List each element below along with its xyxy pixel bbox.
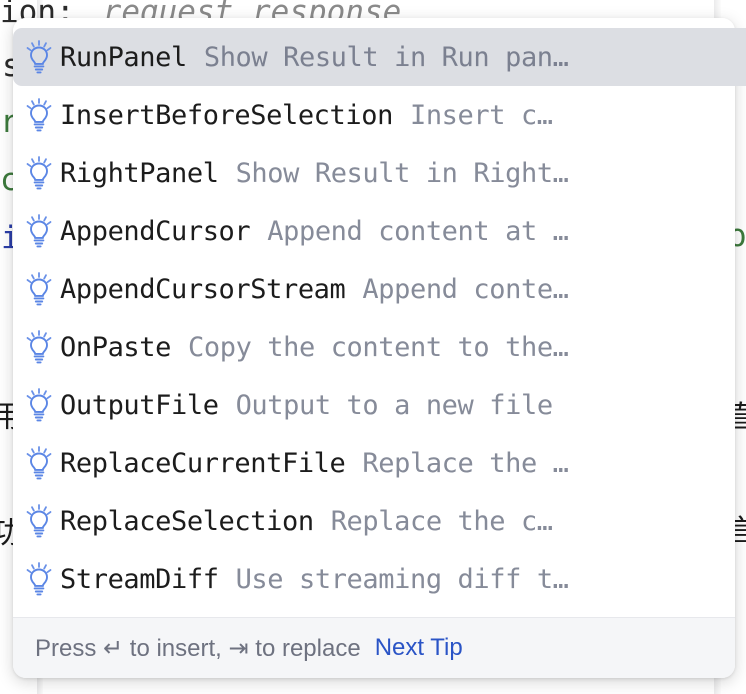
autocomplete-item[interactable]: ReplaceSelection Replace the c… <box>13 492 735 550</box>
autocomplete-item-label: AppendCursorStream <box>60 273 346 305</box>
lightbulb-icon <box>22 329 56 365</box>
lightbulb-icon <box>22 271 56 307</box>
autocomplete-item-description: Use streaming diff t… <box>235 563 569 595</box>
autocomplete-item-description: Replace the … <box>362 447 569 479</box>
autocomplete-item[interactable]: OnPaste Copy the content to the… <box>13 318 735 376</box>
autocomplete-item[interactable]: AppendCursor Append content at … <box>13 202 735 260</box>
next-tip-link[interactable]: Next Tip <box>374 634 463 661</box>
autocomplete-item-label: ReplaceCurrentFile <box>60 447 346 479</box>
autocomplete-item-description: Copy the content to the… <box>188 331 569 363</box>
autocomplete-item-label: OutputFile <box>60 389 219 421</box>
autocomplete-item-label: RightPanel <box>60 157 219 189</box>
autocomplete-item-selected[interactable]: RunPanel Show Result in Run pan… <box>13 28 746 86</box>
autocomplete-item[interactable]: OutputFile Output to a new file <box>13 376 735 434</box>
autocomplete-item-description: Append conte… <box>362 273 569 305</box>
autocomplete-item-label: InsertBeforeSelection <box>60 99 393 131</box>
lightbulb-icon <box>22 561 56 597</box>
footer-hint-text: Press ↵ to insert, ⇥ to replace <box>35 634 361 662</box>
autocomplete-list[interactable]: RunPanel Show Result in Run pan… InsertBef… <box>13 18 746 617</box>
lightbulb-icon <box>22 213 56 249</box>
lightbulb-icon <box>22 387 56 423</box>
autocomplete-item-label: OnPaste <box>60 331 171 363</box>
autocomplete-item-description: Insert c… <box>409 99 553 131</box>
autocomplete-item[interactable]: RightPanel Show Result in Right… <box>13 144 735 202</box>
autocomplete-item[interactable]: InsertBeforeSelection Insert c… <box>13 86 735 144</box>
lightbulb-icon <box>22 155 56 191</box>
autocomplete-item-label: RunPanel <box>60 41 187 73</box>
autocomplete-item-description: Append content at … <box>267 215 569 247</box>
ai-action-autocomplete-popup[interactable]: RunPanel Show Result in Run pan… InsertBef… <box>13 18 746 678</box>
lightbulb-icon <box>22 445 56 481</box>
autocomplete-item[interactable]: ReplaceCurrentFile Replace the … <box>13 434 735 492</box>
lightbulb-icon <box>22 39 56 75</box>
autocomplete-item-label: AppendCursor <box>60 215 251 247</box>
autocomplete-item-label: StreamDiff <box>60 563 219 595</box>
autocomplete-item[interactable]: AppendCursorStream Append conte… <box>13 260 735 318</box>
autocomplete-item-label: ReplaceSelection <box>60 505 314 537</box>
autocomplete-item-description: Replace the c… <box>330 505 553 537</box>
autocomplete-item-description: Output to a new file <box>235 389 554 421</box>
autocomplete-item-description: Show Result in Run pan… <box>203 41 569 73</box>
autocomplete-footer: Press ↵ to insert, ⇥ to replace Next Tip <box>13 617 735 678</box>
lightbulb-icon <box>22 97 56 133</box>
autocomplete-item-description: Show Result in Right… <box>235 157 569 189</box>
lightbulb-icon <box>22 503 56 539</box>
autocomplete-item[interactable]: StreamDiff Use streaming diff t… <box>13 550 735 608</box>
